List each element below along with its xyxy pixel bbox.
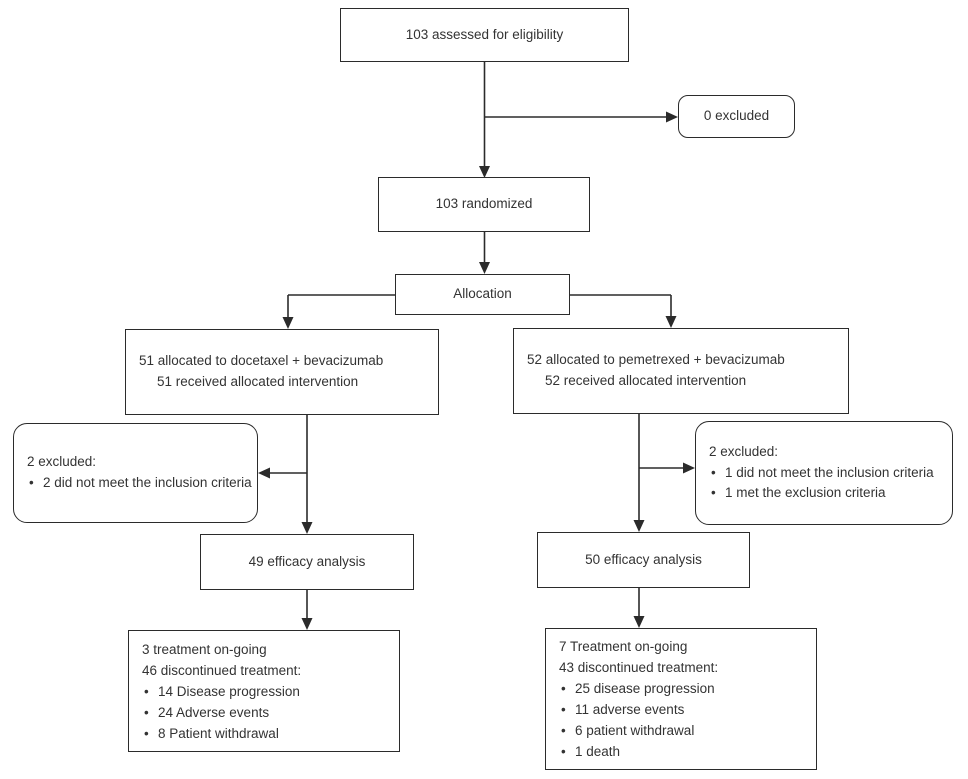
bullet-marker: • — [561, 702, 566, 717]
outcome-left-line2: 46 discontinued treatment: — [142, 662, 302, 678]
excluded-top-label: 0 excluded — [703, 108, 770, 124]
excluded-left-bullet-1: 2 did not meet the inclusion criteria — [43, 475, 252, 490]
excluded-right-title: 2 excluded: — [709, 443, 779, 459]
arrowhead-down-alloc-left — [282, 317, 294, 329]
arrowhead-left-excluded-left — [258, 467, 270, 479]
outcome-left-bullet-1: 14 Disease progression — [158, 683, 300, 699]
bullet-item: • 14 Disease progression — [142, 681, 389, 702]
arrowhead-right-excluded-top — [666, 111, 678, 123]
bullet-item: • 1 death — [559, 741, 806, 762]
assessed-label: 103 assessed for eligibility — [405, 26, 564, 42]
arrowhead-down-efficacy-left — [301, 522, 313, 534]
excluded-right-bullet-2: 1 met the exclusion criteria — [725, 485, 886, 501]
outcome-right-bullet-2: 11 adverse events — [575, 702, 685, 717]
box-assessed-for-eligibility: 103 assessed for eligibility — [340, 8, 629, 62]
excluded-right-bullet-1: 1 did not meet the inclusion criteria — [725, 464, 934, 480]
outcome-left-bullet-2: 24 Adverse events — [158, 704, 270, 720]
bullet-marker: • — [711, 485, 716, 501]
bullet-item: • 1 did not meet the inclusion criteria — [709, 463, 942, 484]
box-excluded-top: 0 excluded — [678, 95, 795, 138]
bullet-marker: • — [144, 725, 149, 741]
efficacy-right-label: 50 efficacy analysis — [585, 551, 702, 567]
arrowhead-down-efficacy-right — [633, 520, 645, 532]
outcome-right-bullet-1: 25 disease progression — [575, 681, 715, 696]
outcome-right-line2: 43 discontinued treatment: — [559, 660, 719, 675]
outcome-right-line1: 7 Treatment on-going — [559, 639, 688, 654]
randomized-label: 103 randomized — [435, 196, 533, 212]
box-excluded-left: 2 excluded: • 2 did not meet the inclusi… — [13, 423, 258, 523]
box-allocated-pemetrexed: 52 allocated to pemetrexed + bevacizumab… — [513, 328, 849, 414]
bullet-marker: • — [711, 464, 716, 480]
outcome-left-line1: 3 treatment on-going — [142, 641, 267, 657]
arrowhead-right-excluded-right — [683, 462, 695, 474]
bullet-item: • 24 Adverse events — [142, 702, 389, 723]
alloc-right-line2: 52 received allocated intervention — [545, 373, 747, 388]
alloc-right-line1: 52 allocated to pemetrexed + bevacizumab — [527, 352, 785, 368]
box-randomized: 103 randomized — [378, 177, 590, 232]
bullet-marker: • — [144, 683, 149, 699]
bullet-item: • 25 disease progression — [559, 678, 806, 699]
box-outcome-right: 7 Treatment on-going 43 discontinued tre… — [545, 628, 817, 770]
box-excluded-right: 2 excluded: • 1 did not meet the inclusi… — [695, 421, 953, 525]
outcome-right-bullet-3: 6 patient withdrawal — [575, 723, 695, 738]
bullet-item: • 1 met the exclusion criteria — [709, 483, 942, 504]
alloc-left-line2: 51 received allocated intervention — [157, 374, 359, 389]
bullet-item: • 6 patient withdrawal — [559, 720, 806, 741]
arrowhead-down-alloc-right — [665, 316, 677, 328]
alloc-left-line1: 51 allocated to docetaxel + bevacizumab — [139, 353, 384, 369]
box-allocated-docetaxel: 51 allocated to docetaxel + bevacizumab … — [125, 329, 439, 415]
bullet-marker: • — [561, 723, 566, 738]
bullet-item: • 2 did not meet the inclusion criteria — [27, 473, 252, 494]
efficacy-left-label: 49 efficacy analysis — [248, 553, 366, 569]
box-outcome-left: 3 treatment on-going 46 discontinued tre… — [128, 630, 400, 752]
bullet-marker: • — [561, 681, 566, 696]
bullet-marker: • — [561, 744, 566, 759]
bullet-marker: • — [29, 475, 34, 490]
arrowhead-down-randomized — [479, 166, 490, 178]
arrowhead-down-outcome-left — [301, 618, 313, 630]
arrowhead-down-outcome-right — [633, 616, 645, 628]
outcome-right-bullet-4: 1 death — [575, 744, 621, 759]
bullet-item: • 8 Patient withdrawal — [142, 723, 389, 744]
allocation-label: Allocation — [453, 286, 512, 302]
bullet-marker: • — [144, 704, 149, 720]
outcome-left-bullet-3: 8 Patient withdrawal — [158, 725, 279, 741]
box-efficacy-right: 50 efficacy analysis — [537, 532, 750, 588]
box-allocation: Allocation — [395, 274, 570, 315]
arrowhead-down-allocation — [479, 262, 490, 274]
box-efficacy-left: 49 efficacy analysis — [200, 534, 414, 590]
excluded-left-title: 2 excluded: — [27, 454, 97, 470]
bullet-item: • 11 adverse events — [559, 699, 806, 720]
